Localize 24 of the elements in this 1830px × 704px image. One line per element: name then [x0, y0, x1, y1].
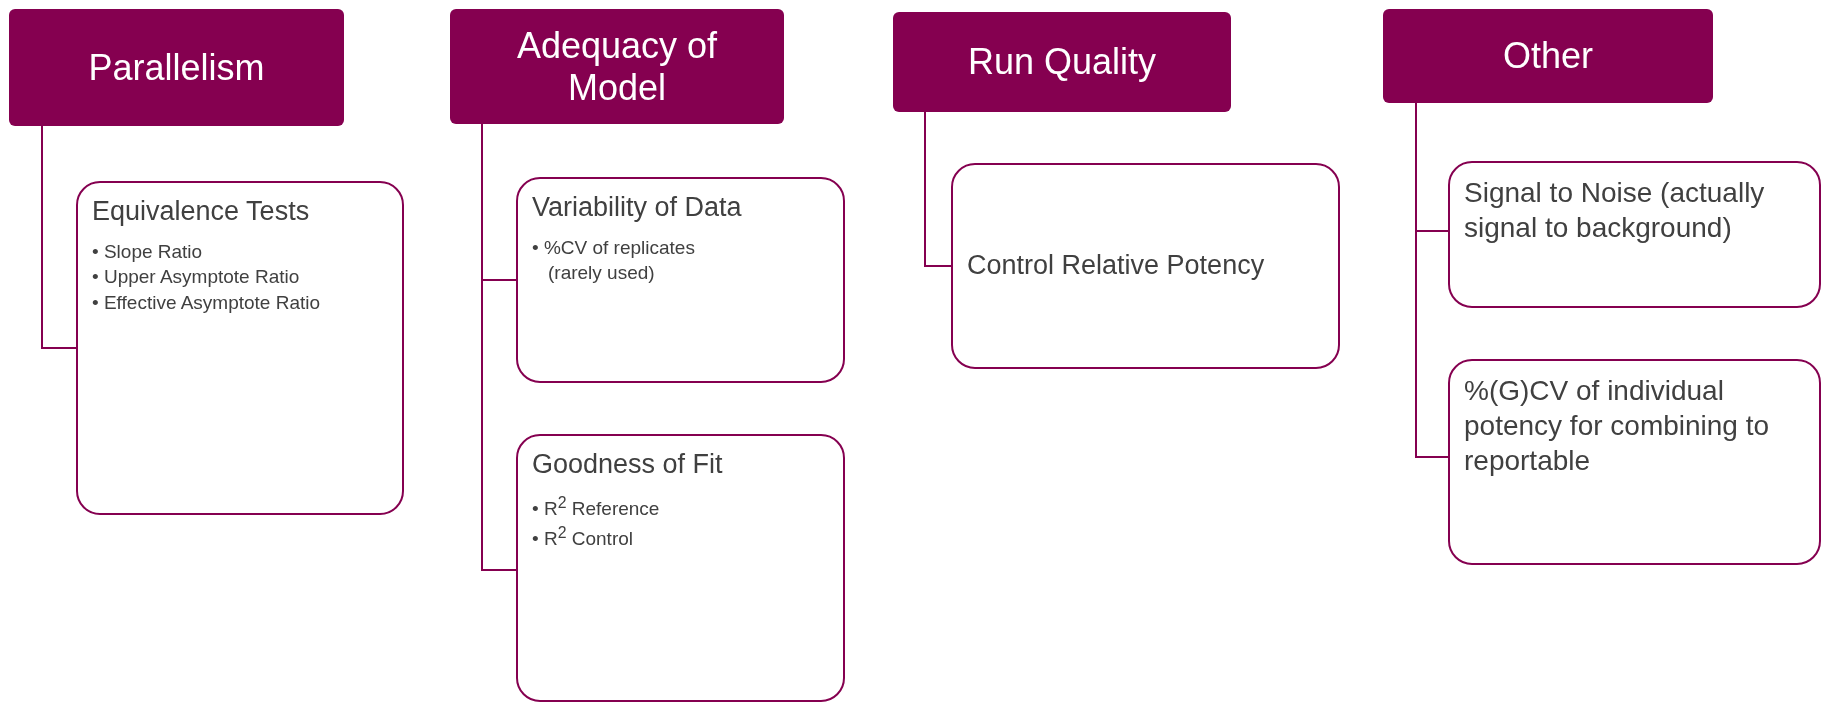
category-header: Parallelism [9, 9, 344, 126]
category-header: Run Quality [893, 12, 1231, 112]
bullet-item: • Effective Asymptote Ratio [92, 291, 322, 316]
criteria-card [76, 181, 404, 515]
connector-line [924, 111, 952, 267]
card-heading: Variability of Data [532, 191, 743, 224]
card-heading: Control Relative Potency [967, 249, 1265, 283]
criteria-card [1448, 161, 1821, 308]
criteria-card [516, 434, 845, 702]
category-header: Other [1383, 9, 1713, 103]
criteria-card [1448, 359, 1821, 565]
connector-line [41, 125, 77, 349]
bullet-item: • %CV of replicates (rarely used) [532, 235, 696, 286]
bullet-item: • R$^{2}$ Reference [532, 492, 661, 522]
criteria-card [951, 163, 1340, 369]
card-heading: %(G)CV of individual potency for combining to reportable [1464, 374, 1771, 478]
category-header: Adequacy of Model [450, 9, 784, 124]
card-heading: Goodness of Fit [532, 448, 724, 481]
bullet-item: • Slope Ratio [92, 239, 204, 264]
card-heading: Equivalence Tests [92, 195, 311, 228]
criteria-card [516, 177, 845, 383]
bullet-item: • R$^{2}$ Control [532, 522, 634, 552]
bullet-item: • Upper Asymptote Ratio [92, 265, 301, 290]
card-heading: Signal to Noise (actually signal to background) [1464, 176, 1766, 245]
